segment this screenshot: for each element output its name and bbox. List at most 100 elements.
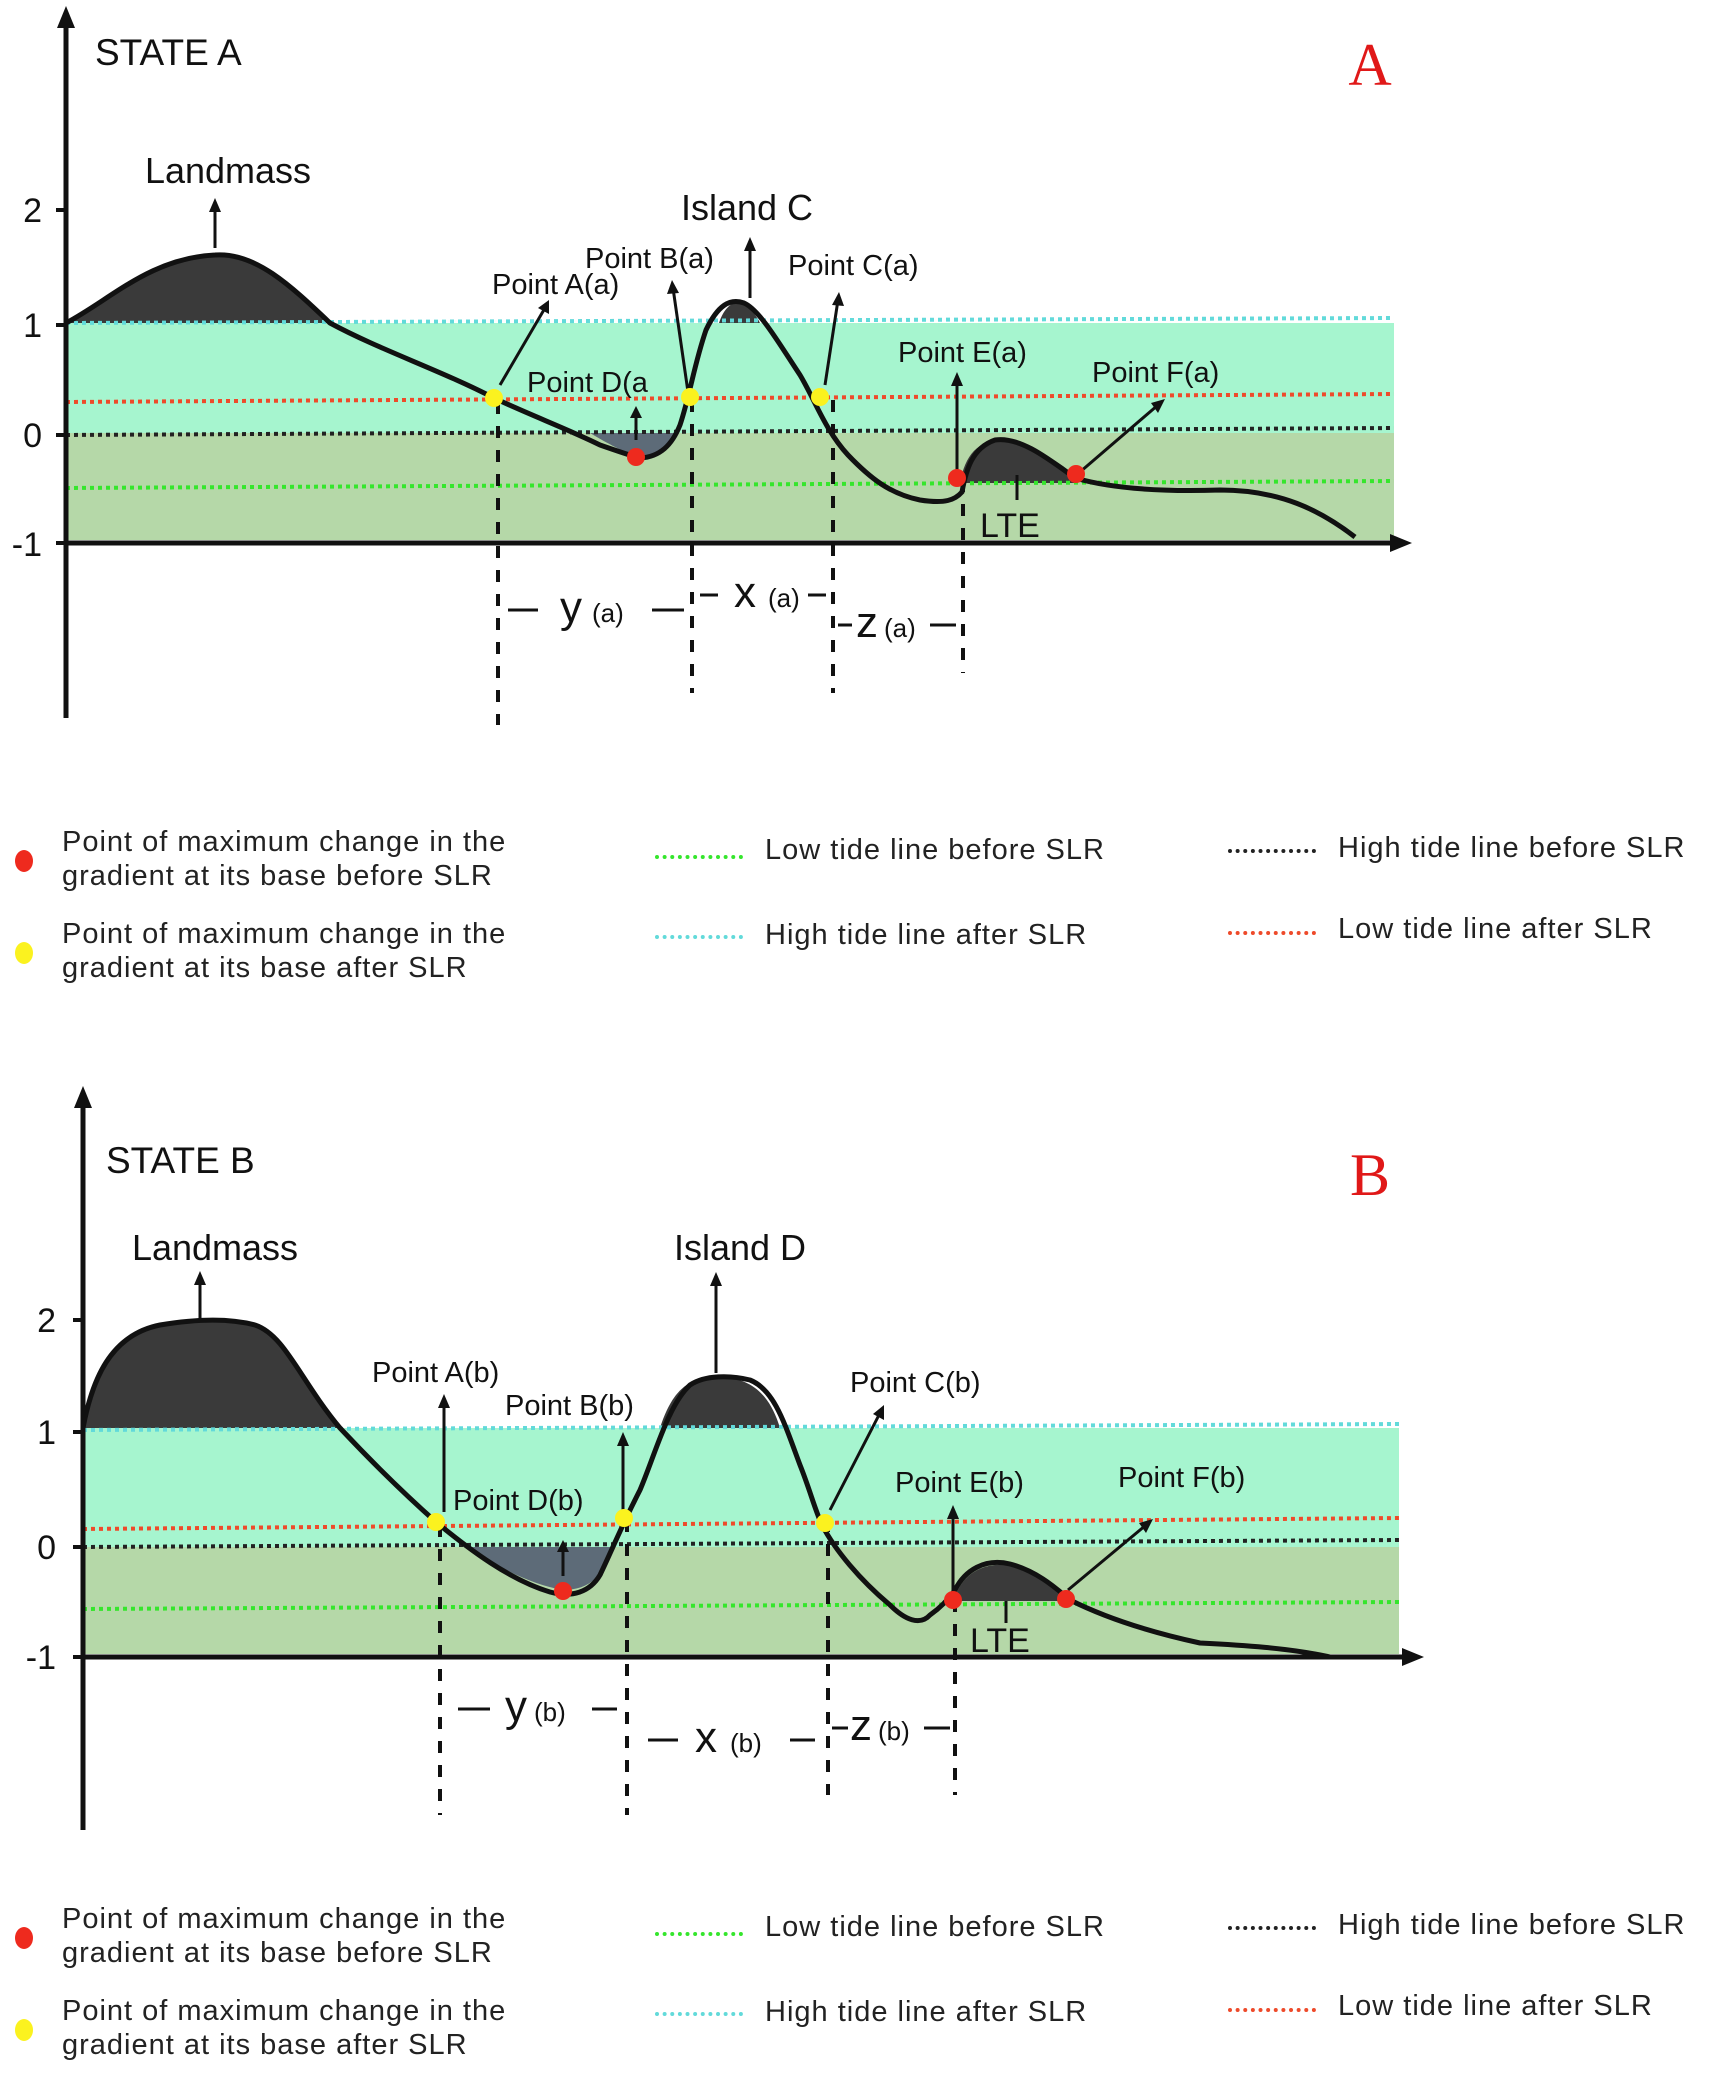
point-f-label: Point F(a) [1092,357,1219,389]
legend-low-tide-after: Low tide line after SLR [1338,1990,1653,2022]
high-tide-after-line [65,316,1395,325]
dimension-x-label: x [695,1713,717,1762]
point-d-label: Point D(a [527,367,649,399]
legend-red-text-2: gradient at its base before SLR [62,860,493,892]
yellow-point-c [811,388,829,406]
point-b-arrow [671,287,690,393]
yellow-point-b [615,1509,633,1527]
panel-state-a: 2 1 0 -1 STATE A A Landmass Island C Poi… [12,6,1686,984]
dimension-y-subscript: (b) [534,1697,566,1727]
yellow-point-a [485,389,503,407]
legend-low-tide-before-line [655,1932,743,1936]
panel-letter: B [1350,1142,1390,1208]
legend-yellow-text-1: Point of maximum change in the [62,1995,507,2027]
lte-mound-shape [960,440,1075,483]
terrain-profile-line [64,252,1357,539]
legend-red-text-1: Point of maximum change in the [62,826,507,858]
high-tide-before-line [82,1538,1400,1549]
low-tide-after-line [65,392,1395,404]
water-band-low [66,433,1394,540]
lte-label: LTE [970,1622,1030,1660]
legend-yellow-text-2: gradient at its base after SLR [62,952,468,984]
dimension-x-label: x [734,568,756,617]
point-c-label: Point C(b) [850,1367,981,1399]
lte-mound-shape [953,1564,1068,1601]
dimension-x-subscript: (b) [730,1728,762,1758]
point-b-label: Point B(b) [505,1390,634,1422]
landmass-shape [83,1320,340,1428]
legend-high-tide-after-line [655,935,743,939]
point-c-label: Point C(a) [788,250,919,282]
point-a-label: Point A(a) [492,269,619,301]
y-tick-label: -1 [12,526,42,564]
red-point-f [1067,465,1085,483]
y-tick-label: 1 [37,1414,56,1452]
legend-yellow-dot [15,942,33,964]
low-tide-before-line [65,479,1395,490]
dimension-y-subscript: (a) [592,598,624,628]
landmass-label: Landmass [132,1227,298,1268]
island-label: Island C [681,187,813,228]
legend-high-tide-before-line [1228,849,1316,853]
island-cap-shape [719,302,760,323]
y-tick-label: 2 [23,192,42,230]
legend-red-dot [15,1927,33,1949]
yellow-point-b [681,388,699,406]
legend-yellow-text-2: gradient at its base after SLR [62,2029,468,2061]
basin-d-shape [470,1547,612,1590]
legend-high-tide-after: High tide line after SLR [765,1996,1088,2028]
legend-high-tide-after: High tide line after SLR [765,919,1088,951]
legend-high-tide-before-line [1228,1926,1316,1930]
point-a-label: Point A(b) [372,1357,499,1389]
y-tick-label: 2 [37,1302,56,1340]
y-tick-label: -1 [26,1639,56,1677]
legend-low-tide-before-line [655,855,743,859]
point-d-label: Point D(b) [453,1485,584,1517]
legend-yellow-dot [15,2019,33,2041]
legend-red-text-2: gradient at its base before SLR [62,1937,493,1969]
low-tide-before-line [82,1600,1400,1611]
point-c-arrow [823,299,840,386]
point-e-label: Point E(a) [898,337,1027,369]
point-c-arrow [828,1412,882,1511]
legend-low-tide-after-line [1228,2008,1316,2012]
point-a-arrow [498,307,547,386]
red-point-e [948,469,966,487]
dimension-x-subscript: (a) [768,583,800,613]
point-f-label: Point F(b) [1118,1462,1245,1494]
water-band-low [83,1547,1399,1654]
x-axis-arrow [1390,534,1412,552]
diagram-state-a: 2 1 0 -1 STATE A A Landmass Island C Poi… [12,6,1412,725]
terrain-profile-line [80,1317,1331,1660]
low-tide-after-line [82,1516,1400,1531]
dimension-z-label: z [850,1701,872,1750]
legend-low-tide-after: Low tide line after SLR [1338,913,1653,945]
yellow-point-c [816,1514,834,1532]
legend-red-text-1: Point of maximum change in the [62,1903,507,1935]
panel-state-b: 2 1 0 -1 STATE B B Landmass Island D Poi… [0,1080,1736,2072]
red-point-d [554,1582,572,1600]
yellow-point-a [427,1513,445,1531]
y-tick-label: 1 [23,307,42,345]
dimension-y-label: y [560,583,582,632]
point-b-label: Point B(a) [585,243,714,275]
y-tick-label: 0 [37,1529,56,1567]
point-e-label: Point E(b) [895,1467,1024,1499]
dimension-z-label: z [856,598,878,647]
island-cap-shape [660,1376,780,1428]
diagram-state-b: 2 1 0 -1 STATE B B Landmass Island D Poi… [26,1086,1424,1830]
legend-low-tide-after-line [1228,931,1316,935]
state-title: STATE A [95,32,242,73]
high-tide-after-line [82,1422,1400,1432]
legend-red-dot [15,850,33,872]
y-tick-label: 0 [23,417,42,455]
basin-d-shape [590,433,675,458]
landmass-shape [66,254,330,323]
high-tide-before-line [65,426,1395,437]
dimension-z-subscript: (b) [878,1716,910,1746]
x-axis-arrow [1402,1648,1424,1666]
legend-high-tide-before: High tide line before SLR [1338,832,1686,864]
legend-yellow-text-1: Point of maximum change in the [62,918,507,950]
red-point-e [944,1591,962,1609]
legend-low-tide-before: Low tide line before SLR [765,1911,1105,1943]
